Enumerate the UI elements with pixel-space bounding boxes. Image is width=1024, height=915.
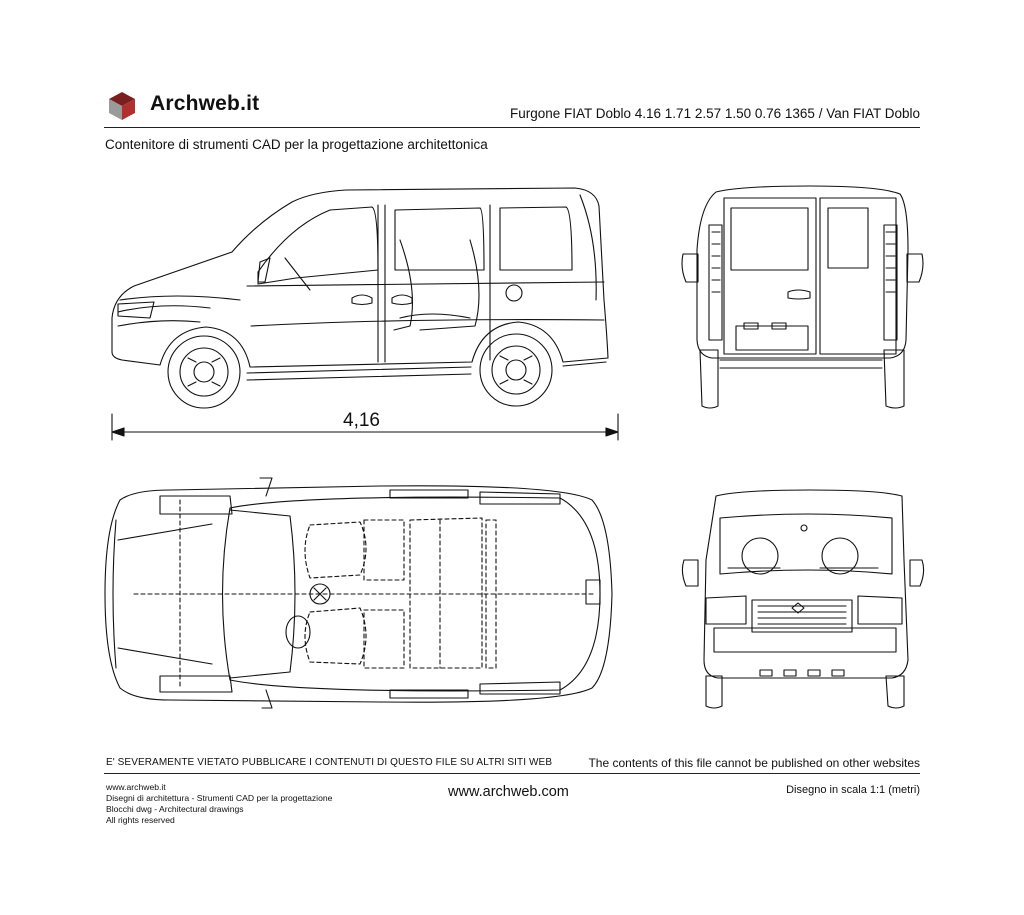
length-dimension-label: 4,16 xyxy=(343,410,380,431)
website-link[interactable]: www.archweb.com xyxy=(448,784,569,800)
footer-line: www.archweb.it xyxy=(106,782,166,792)
brand-name: Archweb.it xyxy=(150,92,260,115)
page-subtitle: Contenitore di strumenti CAD per la prog… xyxy=(105,137,488,152)
rear-view xyxy=(682,186,923,408)
scale-note: Disegno in scala 1:1 (metri) xyxy=(786,784,920,796)
top-view xyxy=(105,478,612,708)
front-view xyxy=(682,490,923,708)
length-dimension xyxy=(112,414,618,440)
footer-divider xyxy=(104,773,920,774)
side-view xyxy=(112,188,608,408)
warning-english: The contents of this file cannot be publ… xyxy=(588,756,920,770)
header-divider xyxy=(104,127,920,128)
footer-line: All rights reserved xyxy=(106,815,175,825)
drawing-title: Furgone FIAT Doblo 4.16 1.71 2.57 1.50 0… xyxy=(509,106,920,121)
footer-info: www.archweb.it Disegni di architettura -… xyxy=(106,782,332,826)
footer-line: Disegni di architettura - Strumenti CAD … xyxy=(106,793,333,803)
footer-line: Blocchi dwg - Architectural drawings xyxy=(106,804,244,814)
archweb-logo-icon xyxy=(109,92,135,120)
warning-italian: E' SEVERAMENTE VIETATO PUBBLICARE I CONT… xyxy=(106,757,553,768)
